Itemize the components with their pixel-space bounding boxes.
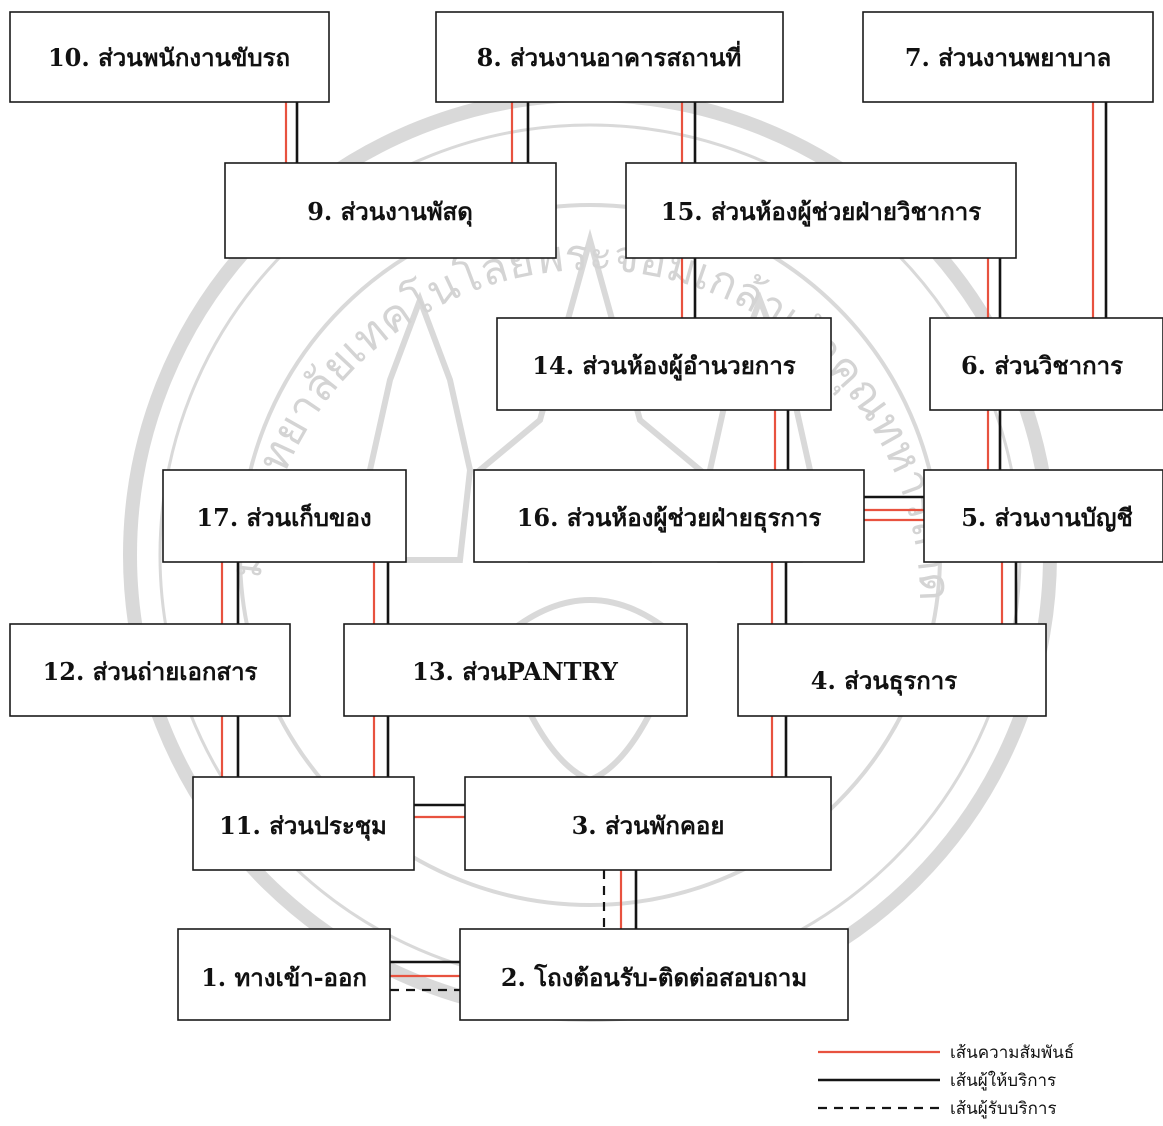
node-4: 4. ส่วนธุรการ [737, 623, 1047, 717]
node-label: 16. ส่วนห้องผู้ช่วยฝ่ายธุรการ [517, 503, 822, 534]
legend-relation-label: เส้นความสัมพันธ์ [950, 1043, 1074, 1063]
node-15: 15. ส่วนห้องผู้ช่วยฝ่ายวิชาการ [625, 162, 1017, 259]
node-label: 12. ส่วนถ่ายเอกสาร [43, 657, 258, 686]
legend-provider-label: เส้นผู้ให้บริการ [950, 1070, 1056, 1091]
node-label: 5. ส่วนงานบัญชี [961, 503, 1133, 532]
node-14: 14. ส่วนห้องผู้อำนวยการ [496, 317, 832, 411]
node-16: 16. ส่วนห้องผู้ช่วยฝ่ายธุรการ [473, 469, 865, 563]
node-label: 4. ส่วนธุรการ [811, 666, 957, 697]
node-2: 2. โถงต้อนรับ-ติดต่อสอบถาม [459, 928, 849, 1021]
node-11: 11. ส่วนประชุม [192, 776, 415, 871]
node-label: 15. ส่วนห้องผู้ช่วยฝ่ายวิชาการ [661, 197, 981, 227]
node-8: 8. ส่วนงานอาคารสถานที่ [435, 11, 784, 103]
node-label: 9. ส่วนงานพัสดุ [307, 197, 473, 228]
node-label: 1. ทางเข้า-ออก [201, 963, 367, 992]
node-3: 3. ส่วนพักคอย [464, 776, 832, 871]
node-6: 6. ส่วนวิชาการ [929, 317, 1163, 411]
node-1: 1. ทางเข้า-ออก [177, 928, 391, 1021]
node-label: 8. ส่วนงานอาคารสถานที่ [477, 40, 742, 72]
node-label: 2. โถงต้อนรับ-ติดต่อสอบถาม [501, 963, 807, 992]
node-label: 3. ส่วนพักคอย [572, 811, 725, 840]
legend-receiver-label: เส้นผู้รับบริการ [950, 1099, 1057, 1119]
node-label: 13. ส่วนPANTRY [412, 657, 619, 686]
node-13: 13. ส่วนPANTRY [343, 623, 688, 717]
connectors [220, 102, 1108, 992]
legend: เส้นความสัมพันธ์ เส้นผู้ให้บริการ เส้นผู… [818, 1043, 1074, 1119]
node-10: 10. ส่วนพนักงานขับรถ [9, 11, 330, 103]
node-label: 7. ส่วนงานพยาบาล [905, 43, 1111, 72]
node-5: 5. ส่วนงานบัญชี [923, 469, 1163, 563]
node-9: 9. ส่วนงานพัสดุ [224, 162, 557, 259]
node-7: 7. ส่วนงานพยาบาล [862, 11, 1154, 103]
node-label: 17. ส่วนเก็บของ [196, 503, 371, 532]
node-12: 12. ส่วนถ่ายเอกสาร [9, 623, 291, 717]
node-label: 6. ส่วนวิชาการ [961, 351, 1123, 380]
node-label: 14. ส่วนห้องผู้อำนวยการ [532, 351, 796, 381]
node-label: 11. ส่วนประชุม [219, 811, 387, 842]
node-17: 17. ส่วนเก็บของ [162, 469, 407, 563]
node-label: 10. ส่วนพนักงานขับรถ [48, 43, 290, 72]
